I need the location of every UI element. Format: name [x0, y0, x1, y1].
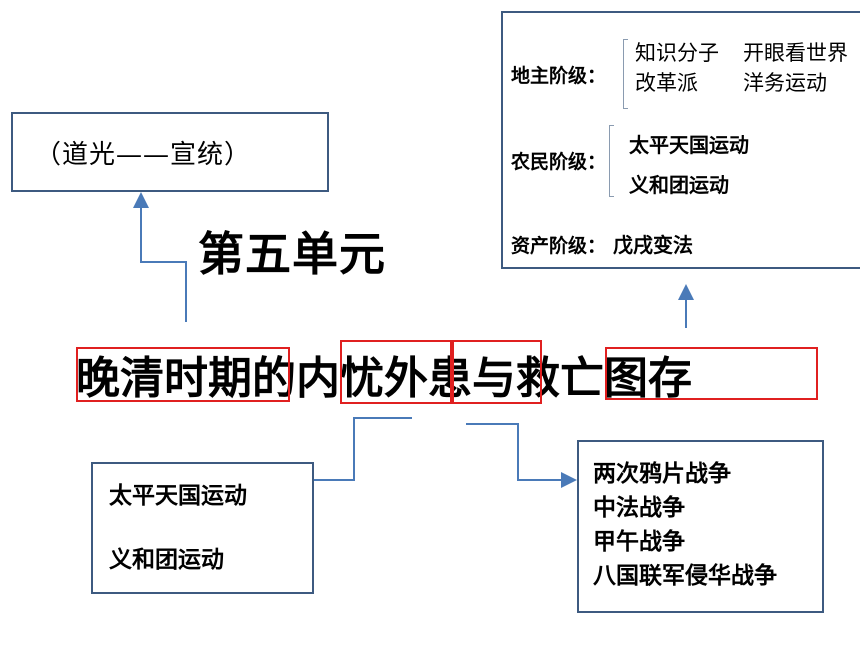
external-item-sino-japanese: 甲午战争: [593, 528, 685, 555]
arrow-to-internal: [298, 417, 412, 488]
title-part-late-qing: 晚清时期: [76, 353, 252, 404]
era-box: （道光——宣统）: [11, 112, 329, 192]
highlight-late-qing: [76, 347, 290, 402]
title-part-yu: 与: [472, 353, 516, 404]
landlord-item-open-eyes: 开眼看世界: [743, 41, 848, 65]
internal-troubles-box: 太平天国运动 义和团运动: [91, 462, 314, 594]
bourgeois-item-reform: 戊戌变法: [613, 233, 693, 257]
highlight-internal: [340, 340, 452, 404]
bourgeois-class-label: 资产阶级：: [511, 235, 607, 257]
external-aggression-box: 两次鸦片战争 中法战争 甲午战争 八国联军侵华战争: [577, 440, 824, 613]
internal-item-taiping: 太平天国运动: [109, 482, 247, 509]
arrow-to-external: [466, 423, 577, 488]
highlight-salvation: [605, 347, 818, 400]
title-part-external: 外患: [384, 353, 472, 404]
landlord-class-label: 地主阶级：: [511, 65, 607, 87]
internal-item-boxer: 义和团运动: [109, 546, 224, 573]
external-item-sino-french: 中法战争: [593, 494, 685, 521]
landlord-item-reformists: 改革派: [635, 71, 698, 95]
highlight-external: [452, 340, 542, 404]
peasant-item-taiping: 太平天国运动: [629, 133, 749, 157]
landlord-item-westernization: 洋务运动: [743, 71, 827, 95]
external-item-eight-nation: 八国联军侵华战争: [593, 562, 777, 589]
peasant-brace: [609, 125, 614, 197]
arrow-to-era: [133, 192, 187, 322]
unit-title: 第五单元: [198, 227, 386, 281]
peasant-item-boxer: 义和团运动: [629, 173, 729, 197]
landlord-brace: [623, 39, 628, 109]
landlord-item-intellectuals: 知识分子: [635, 41, 719, 65]
era-label: （道光——宣统）: [35, 140, 252, 170]
class-box: 地主阶级： 知识分子 开眼看世界 改革派 洋务运动 农民阶级： 太平天国运动 义…: [501, 11, 860, 269]
external-item-opium-wars: 两次鸦片战争: [593, 460, 731, 487]
title-part-salvation: 救亡图存: [516, 353, 692, 404]
peasant-class-label: 农民阶级：: [511, 151, 607, 173]
